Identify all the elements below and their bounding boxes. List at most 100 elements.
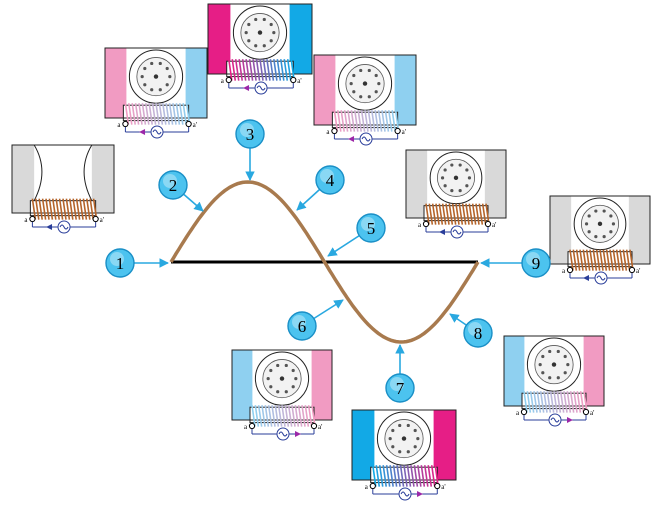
coil-turn (420, 465, 426, 487)
terminal-a (520, 408, 528, 416)
coil-turn (175, 103, 181, 125)
coil-turn (427, 465, 433, 487)
coil-turn (145, 103, 150, 125)
coil-turn (294, 405, 300, 427)
coil-turn (35, 198, 40, 220)
sine-glyph-icon (361, 136, 371, 142)
rotor-pin (165, 83, 169, 87)
terminal-b (185, 120, 192, 128)
current-direction-icon (583, 275, 589, 281)
rotor-pin (391, 445, 395, 449)
coil-turn (128, 103, 133, 125)
coil-turn (165, 103, 170, 125)
coil-turn (448, 203, 454, 225)
coil-turn (478, 203, 484, 225)
coil-turn (609, 249, 614, 271)
rotor-pin (367, 95, 371, 99)
coil-turn (559, 391, 565, 413)
terminal-label-b: a' (100, 216, 104, 224)
terminal-a (566, 266, 574, 274)
rotor-pin (254, 17, 258, 22)
coil-turn (228, 59, 233, 81)
terminal-label-a: a (516, 409, 520, 417)
rotor-pin (168, 75, 172, 79)
coil-turn (274, 405, 280, 427)
coil-turn (48, 198, 54, 220)
coil-turn (430, 465, 436, 487)
rotor-pin (406, 423, 410, 428)
rotor-pin (584, 222, 589, 226)
marker-highlight (110, 252, 124, 266)
coil-turn (425, 203, 430, 225)
coil-turn (523, 391, 528, 413)
coil-turn (438, 203, 444, 225)
coil-turn (72, 198, 77, 220)
coil-turn (451, 203, 457, 225)
terminal-b (394, 127, 401, 135)
rotor-pin (367, 68, 371, 73)
terminal-a (331, 127, 338, 135)
marker-highlight (468, 322, 482, 336)
coil-turn (284, 405, 290, 427)
rotor-pin (388, 437, 392, 441)
frame-outline (503, 335, 605, 407)
rotor-pin (467, 176, 472, 180)
marker-6: 6 (287, 299, 344, 341)
rotor-pin (406, 450, 410, 454)
coil-turn (569, 249, 574, 271)
coil-turn (367, 110, 373, 132)
frame-outline (104, 47, 208, 119)
coil-turn (65, 198, 71, 220)
coil-turn (38, 198, 43, 220)
coil-turn (612, 249, 618, 271)
coil-turn (75, 198, 81, 220)
rotor-pin (291, 368, 295, 373)
current-direction-icon (295, 431, 301, 437)
rotor-pin (374, 90, 378, 94)
coil-turn (392, 465, 398, 487)
coil-turn (556, 391, 562, 413)
terminal-label-a: a (562, 267, 566, 275)
terminal-label-b: a' (193, 121, 197, 129)
coil-turn (424, 465, 429, 487)
sine-glyph-icon (278, 431, 288, 437)
frame-outline (549, 195, 651, 265)
rotor-pin (269, 385, 273, 389)
coil-turn (461, 203, 467, 225)
marker-label: 9 (532, 254, 541, 273)
coil-turn (573, 391, 578, 413)
sine-glyph-icon (59, 224, 69, 230)
coil-turn (585, 249, 591, 271)
coil-turn (410, 465, 415, 487)
marker-8: 8 (449, 313, 493, 348)
coil-turn (41, 198, 47, 220)
terminal-label-b: a' (441, 483, 445, 491)
coil-turn (283, 59, 289, 81)
coil-turn (262, 59, 268, 81)
terminal-label-a: a (117, 121, 121, 129)
coil-turn (377, 110, 383, 132)
coil-turn (182, 103, 187, 125)
coil-turn (158, 103, 164, 125)
rotor-pin (391, 428, 395, 433)
rotor-pin (352, 90, 356, 94)
rotor-pin (359, 95, 363, 99)
coil-turn (124, 103, 130, 125)
marker-disc (463, 318, 493, 348)
terminal-label-a: a (24, 216, 28, 224)
rotor-pin (291, 385, 295, 389)
coil-turn (441, 203, 447, 225)
rotor-pin (269, 368, 273, 373)
rotor-pin (284, 390, 288, 394)
current-direction-icon (417, 491, 424, 497)
rotor-hub (279, 376, 285, 381)
coil-turn (445, 203, 450, 225)
coil-turn (254, 405, 260, 427)
terminal-b (628, 266, 636, 274)
coil-turn (372, 465, 377, 487)
rotor-pin (140, 75, 144, 79)
coil-turn (435, 203, 440, 225)
